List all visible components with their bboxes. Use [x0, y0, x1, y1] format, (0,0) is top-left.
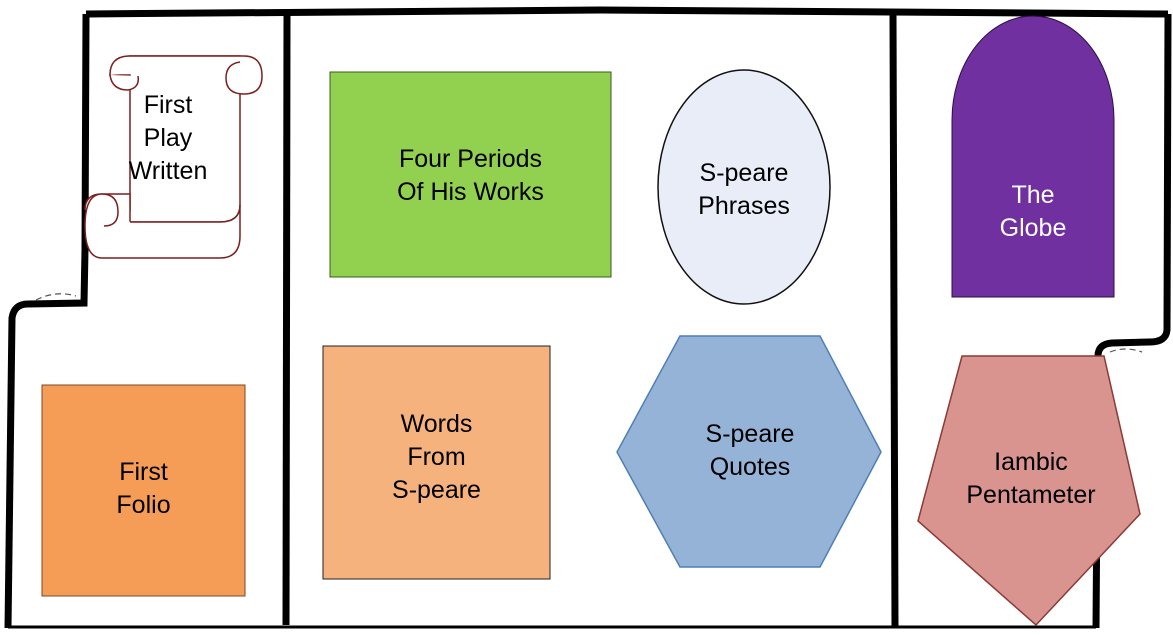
partition-wall-left	[282, 13, 291, 626]
label-quotes: S-peare Quotes	[705, 420, 795, 481]
scroll-bottom-curl	[101, 193, 119, 227]
scroll-top-curl	[109, 74, 140, 91]
label-iambic: Iambic Pentameter	[966, 448, 1096, 509]
box-four-periods[interactable]	[329, 71, 612, 278]
partition-wall-right	[889, 13, 899, 628]
scroll-first-play[interactable]	[84, 55, 263, 259]
outer-wall-left	[4, 13, 90, 629]
scroll-bottom-outline	[84, 193, 241, 259]
wall-faint-marks	[35, 293, 1143, 353]
box-first-folio[interactable]	[41, 384, 246, 597]
scroll-top-roll	[109, 55, 263, 95]
label-four-periods: Four Periods Of His Works	[397, 145, 544, 206]
pentagon-iambic[interactable]	[917, 355, 1141, 627]
label-first-folio: First Folio	[116, 458, 171, 519]
hexagon-quotes[interactable]	[616, 335, 882, 568]
arch-globe[interactable]	[951, 15, 1115, 298]
label-phrases: S-peare Phrases	[698, 159, 790, 220]
label-globe: The Globe	[999, 181, 1067, 242]
outer-wall-right	[1092, 13, 1172, 629]
label-first-play: First Play Written	[128, 91, 208, 185]
label-words: Words From S-peare	[392, 410, 481, 504]
oval-phrases[interactable]	[657, 69, 831, 305]
room-walls	[4, 6, 1172, 629]
box-words[interactable]	[322, 345, 551, 580]
outer-wall-top	[85, 6, 1169, 18]
